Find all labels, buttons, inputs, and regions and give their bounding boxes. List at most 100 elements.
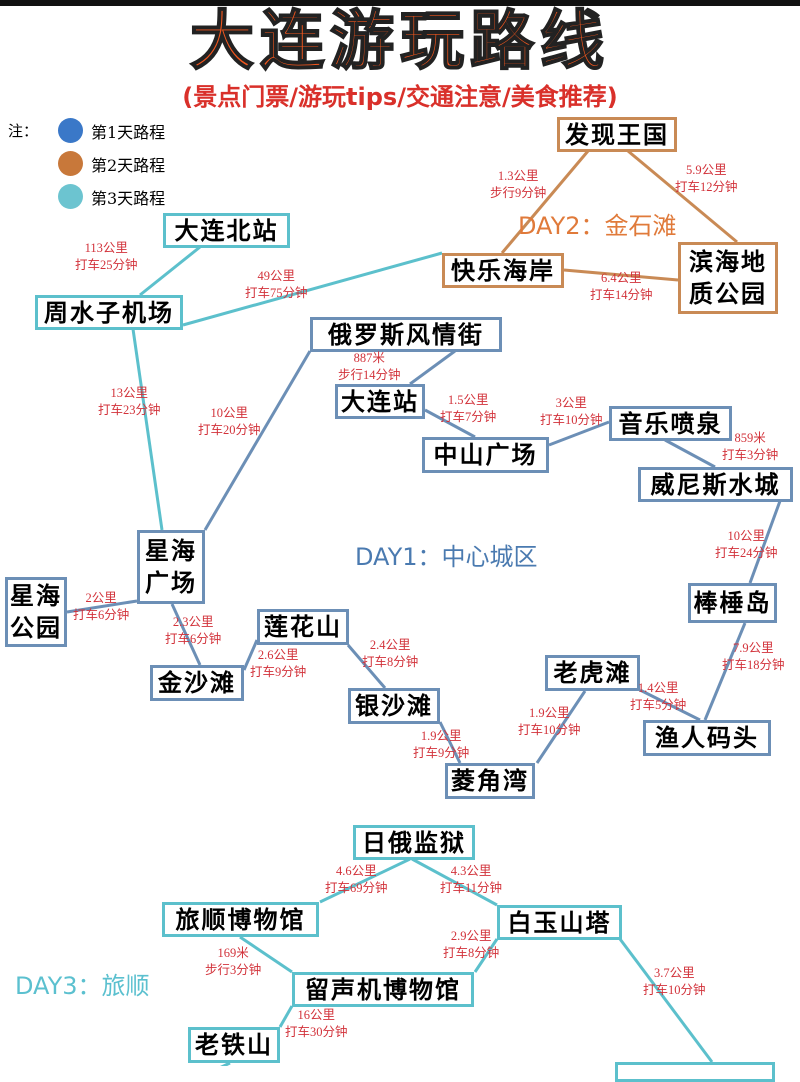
edge-distance: 3.7公里: [653, 966, 695, 980]
attraction-node-day1: 老虎滩: [545, 655, 640, 691]
edge-distance: 5.9公里: [685, 163, 727, 177]
attraction-node-day3: 日俄监狱: [353, 825, 475, 860]
attraction-node-day2: 快乐海岸: [442, 253, 564, 288]
edge-distance: 4.3公里: [450, 864, 492, 878]
edge-time: 打车30分钟: [285, 1025, 348, 1039]
edge-time: 打车69分钟: [325, 881, 388, 895]
edge-label: 4.3公里打车11分钟: [440, 863, 502, 897]
route-line-day3: [618, 938, 714, 1063]
edge-distance: 169米: [217, 946, 249, 960]
edge-distance: 2.9公里: [450, 929, 492, 943]
attraction-node-day1: 银沙滩: [348, 688, 440, 724]
edge-time: 打车3分钟: [722, 448, 779, 462]
edge-distance: 49公里: [257, 269, 296, 283]
attraction-node-day1: 音乐喷泉: [609, 406, 732, 441]
attraction-node-day1: 大连站: [335, 384, 425, 419]
edge-label: 2.6公里打车9分钟: [250, 647, 306, 681]
edge-label: 49公里打车75分钟: [245, 268, 308, 302]
edge-distance: 887米: [353, 351, 385, 365]
route-line-day1: [664, 438, 716, 469]
route-line-day1: [535, 690, 587, 764]
attraction-name: 中山广场: [433, 440, 538, 469]
legend-item-day2: 第2天路程: [58, 151, 165, 176]
edge-time: 打车14分钟: [590, 288, 653, 302]
edge-time: 打车6分钟: [73, 608, 130, 622]
edge-label: 13公里打车23分钟: [98, 385, 161, 419]
edge-time: 打车10分钟: [643, 983, 706, 997]
edge-distance: 2公里: [85, 591, 117, 605]
attraction-node-day1: 金沙滩: [150, 665, 244, 701]
legend-dot-day3: [58, 184, 83, 209]
top-bar: [0, 0, 800, 6]
edge-time: 打车23分钟: [98, 403, 161, 417]
edge-distance: 2.3公里: [172, 615, 214, 629]
attraction-node-day1: 棒棰岛: [688, 583, 777, 623]
edge-distance: 16公里: [297, 1008, 336, 1022]
edge-label: 1.9公里打车10分钟: [518, 705, 581, 739]
edge-distance: 2.4公里: [369, 638, 411, 652]
route-line-day3: [411, 857, 498, 907]
route-line-day2: [500, 150, 590, 254]
attraction-name: 日俄监狱: [362, 827, 466, 857]
attraction-name: 大连北站: [174, 215, 279, 245]
attraction-name: 滨海地: [689, 247, 767, 276]
edge-time: 步行9分钟: [490, 186, 547, 200]
edge-label: 859米打车3分钟: [722, 430, 778, 464]
attraction-name: 大连站: [341, 386, 419, 416]
route-line-day1: [548, 420, 610, 447]
attraction-name: 旅顺博物馆: [175, 904, 306, 934]
route-line-day1: [703, 622, 747, 721]
edge-label: 6.4公里打车14分钟: [590, 270, 653, 304]
edge-time: 步行14分钟: [338, 368, 401, 382]
attraction-name: 老铁山: [195, 1030, 273, 1059]
edge-distance: 859米: [734, 431, 766, 445]
edge-time: 打车10分钟: [540, 413, 603, 427]
attraction-name: 发现王国: [565, 119, 669, 149]
attraction-node-day3: 大连北站: [163, 213, 290, 248]
attraction-name: 银沙滩: [355, 691, 433, 720]
attraction-node-day1: 渔人码头: [643, 720, 771, 756]
edge-distance: 2.6公里: [257, 648, 299, 662]
route-line-day3: [131, 328, 164, 531]
edge-distance: 4.6公里: [335, 864, 377, 878]
edge-time: 打车9分钟: [250, 665, 307, 679]
route-line-day3: [182, 251, 443, 327]
attraction-node-day1: 俄罗斯风情街: [310, 317, 502, 352]
attraction-name: 金沙滩: [158, 668, 236, 697]
attraction-node-day3: 周水子机场: [35, 295, 183, 330]
edge-label: 113公里打车25分钟: [75, 240, 138, 274]
edge-label: 4.6公里打车69分钟: [325, 863, 388, 897]
route-line-day1: [409, 349, 456, 386]
route-line-day1: [748, 500, 782, 584]
edge-label: 16公里打车30分钟: [285, 1007, 348, 1041]
route-line-day1: [438, 721, 462, 764]
legend-label: 第2天路程: [91, 155, 166, 175]
route-line-day3: [220, 1061, 231, 1066]
edge-label: 2.4公里打车8分钟: [362, 637, 418, 671]
edge-distance: 10公里: [210, 406, 249, 420]
route-line-day1: [170, 603, 202, 666]
attraction-name: 菱角湾: [451, 766, 529, 795]
edge-label: 169米步行3分钟: [205, 945, 261, 979]
edge-label: 1.3公里步行9分钟: [490, 168, 546, 202]
route-line-day2: [563, 268, 679, 282]
route-line-day3: [278, 1005, 294, 1028]
attraction-name: 棒棰岛: [693, 588, 772, 617]
edge-label: 10公里打车20分钟: [198, 405, 261, 439]
attraction-node-day1: 中山广场: [422, 437, 549, 473]
edge-label: 3.7公里打车10分钟: [643, 965, 706, 999]
attraction-node-day2: 发现王国: [557, 117, 677, 152]
edge-time: 打车7分钟: [440, 410, 497, 424]
edge-label: 1.4公里打车5分钟: [630, 680, 686, 714]
edge-label: 1.9公里打车9分钟: [413, 728, 469, 762]
edge-label: 2.3公里打车6分钟: [165, 614, 221, 648]
attraction-name: 快乐海岸: [451, 255, 555, 285]
attraction-node-day1: 莲花山: [257, 609, 349, 645]
legend-dot-day2: [58, 151, 83, 176]
attraction-name: 质公园: [689, 279, 767, 308]
legend-item-day1: 第1天路程: [58, 118, 165, 143]
edge-distance: 1.4公里: [637, 681, 679, 695]
edge-distance: 1.5公里: [447, 393, 489, 407]
edge-time: 打车24分钟: [715, 546, 778, 560]
